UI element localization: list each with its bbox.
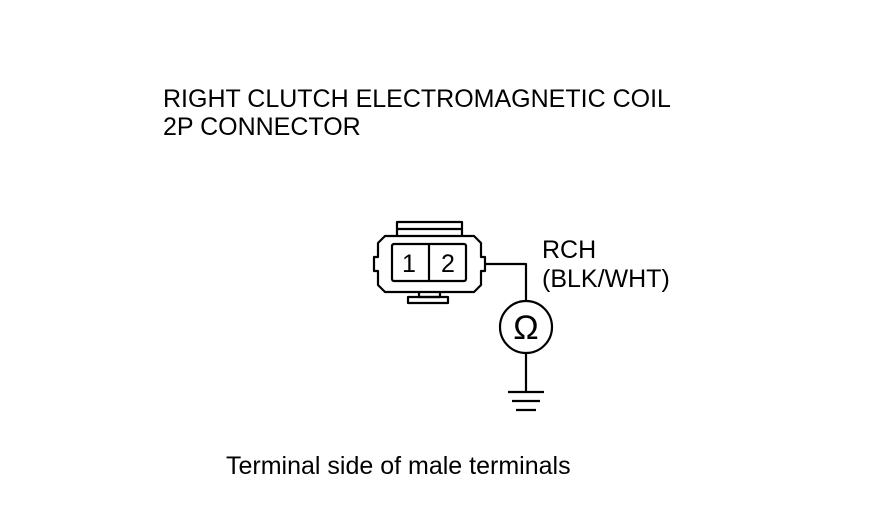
diagram-caption: Terminal side of male terminals bbox=[226, 452, 571, 480]
ground-icon bbox=[508, 390, 544, 412]
title-line-1: RIGHT CLUTCH ELECTROMAGNETIC COIL bbox=[163, 85, 671, 113]
connector-icon: 1 2 bbox=[372, 220, 487, 305]
wire-name: RCH bbox=[542, 236, 597, 264]
pin-2-label: 2 bbox=[441, 250, 455, 278]
probe-wire bbox=[485, 262, 528, 302]
title-line-2: 2P CONNECTOR bbox=[163, 113, 361, 141]
pin-1-label: 1 bbox=[402, 250, 416, 278]
ohm-symbol: Ω bbox=[513, 309, 538, 347]
connector-housing bbox=[372, 234, 487, 294]
ohmmeter-icon: Ω bbox=[498, 299, 554, 355]
diagram-title: RIGHT CLUTCH ELECTROMAGNETIC COIL 2P CON… bbox=[163, 85, 671, 141]
wire-color: (BLK/WHT) bbox=[542, 265, 670, 293]
connector-bottom-foot bbox=[406, 295, 450, 305]
wire-label: RCH (BLK/WHT) bbox=[542, 236, 670, 294]
